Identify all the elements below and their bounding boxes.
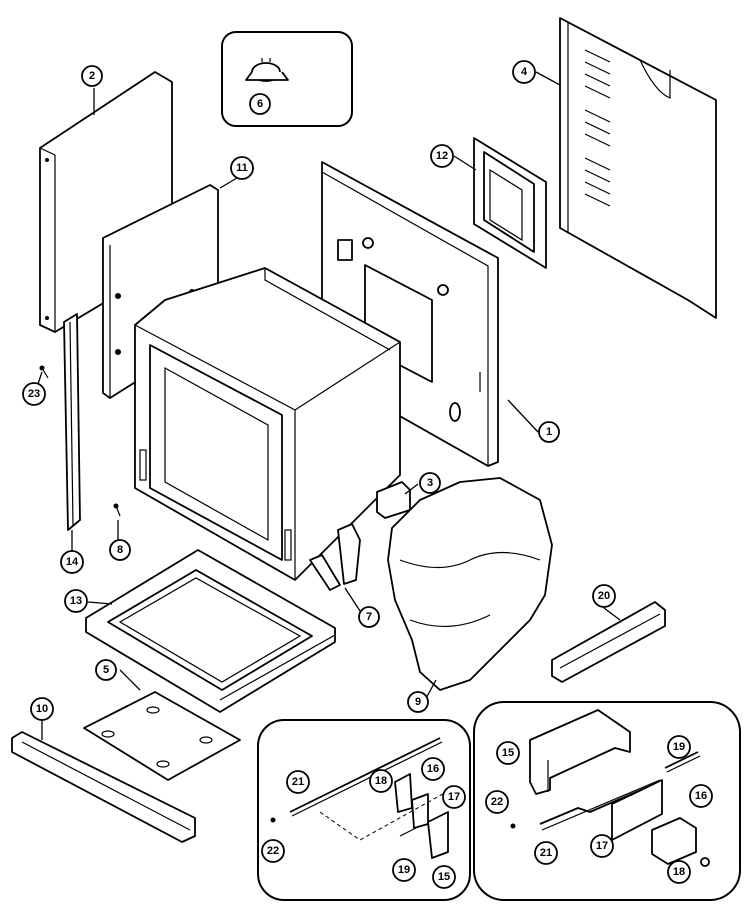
part-23-screw bbox=[39, 365, 49, 379]
svg-text:6: 6 bbox=[257, 98, 263, 110]
svg-text:22: 22 bbox=[267, 845, 279, 857]
svg-text:13: 13 bbox=[70, 595, 82, 607]
part-10-trim-rail bbox=[11, 731, 196, 843]
callout-8: 8 bbox=[109, 539, 131, 561]
callout-6: 6 bbox=[249, 93, 271, 115]
svg-text:19: 19 bbox=[673, 741, 685, 753]
svg-text:17: 17 bbox=[448, 791, 460, 803]
svg-text:4: 4 bbox=[521, 66, 528, 78]
part-5-plate bbox=[83, 691, 241, 781]
callout-group1-15: 15 bbox=[432, 865, 456, 889]
callout-group1-16: 16 bbox=[421, 757, 445, 781]
callout-2: 2 bbox=[81, 65, 103, 87]
svg-text:8: 8 bbox=[117, 544, 123, 556]
callout-7: 7 bbox=[358, 606, 380, 628]
svg-text:11: 11 bbox=[236, 162, 248, 174]
callout-4: 4 bbox=[512, 60, 536, 84]
callout-5: 5 bbox=[95, 659, 117, 681]
callout-10: 10 bbox=[30, 697, 54, 721]
svg-text:23: 23 bbox=[28, 388, 40, 400]
latch-assembly-group-1 bbox=[257, 719, 471, 901]
callout-group2-17: 17 bbox=[590, 834, 614, 858]
svg-text:15: 15 bbox=[438, 871, 450, 883]
callout-9: 9 bbox=[407, 691, 429, 713]
svg-text:18: 18 bbox=[673, 866, 685, 878]
callout-group2-16: 16 bbox=[689, 784, 713, 808]
callout-20: 20 bbox=[592, 584, 616, 608]
callout-group2-21: 21 bbox=[534, 841, 558, 865]
svg-text:14: 14 bbox=[66, 556, 79, 568]
part-12-vent bbox=[473, 137, 547, 269]
svg-text:10: 10 bbox=[36, 703, 48, 715]
part-9-insulation bbox=[387, 477, 553, 691]
svg-text:16: 16 bbox=[695, 790, 707, 802]
svg-text:15: 15 bbox=[502, 747, 514, 759]
svg-text:17: 17 bbox=[596, 840, 608, 852]
callout-group1-19: 19 bbox=[392, 858, 416, 882]
callout-14: 14 bbox=[60, 550, 84, 574]
svg-text:3: 3 bbox=[427, 477, 433, 489]
svg-text:19: 19 bbox=[398, 864, 410, 876]
part-7-hinge bbox=[309, 523, 361, 591]
callout-group1-21: 21 bbox=[286, 770, 310, 794]
part-20-rail bbox=[551, 601, 666, 683]
callout-group2-18: 18 bbox=[667, 860, 691, 884]
part-4-rear-wrapper bbox=[559, 17, 717, 319]
oven-cavity bbox=[134, 267, 401, 581]
callout-12: 12 bbox=[430, 144, 454, 168]
svg-text:20: 20 bbox=[598, 590, 610, 602]
callout-13: 13 bbox=[64, 589, 88, 613]
callout-group2-22: 22 bbox=[485, 790, 509, 814]
svg-text:22: 22 bbox=[491, 796, 503, 808]
callout-3: 3 bbox=[419, 472, 441, 494]
svg-text:1: 1 bbox=[546, 426, 552, 438]
part-6-frame bbox=[221, 31, 353, 127]
part-8-screw bbox=[113, 503, 121, 517]
svg-text:9: 9 bbox=[415, 696, 421, 708]
svg-text:5: 5 bbox=[103, 664, 109, 676]
part-14-trim-strip bbox=[63, 313, 81, 531]
callout-group1-17: 17 bbox=[442, 785, 466, 809]
svg-text:7: 7 bbox=[366, 611, 372, 623]
callout-23: 23 bbox=[22, 382, 46, 406]
part-13-oven-bottom bbox=[85, 549, 336, 713]
callout-group1-22: 22 bbox=[261, 839, 285, 863]
svg-text:2: 2 bbox=[89, 70, 95, 82]
svg-text:16: 16 bbox=[427, 763, 439, 775]
svg-text:12: 12 bbox=[436, 150, 448, 162]
callout-group1-18: 18 bbox=[369, 769, 393, 793]
latch-assembly-group-2 bbox=[473, 701, 741, 901]
callout-11: 11 bbox=[230, 156, 254, 180]
callout-group2-19: 19 bbox=[667, 735, 691, 759]
svg-text:21: 21 bbox=[540, 847, 552, 859]
svg-text:21: 21 bbox=[292, 776, 304, 788]
callout-group2-15: 15 bbox=[496, 741, 520, 765]
callout-1: 1 bbox=[538, 421, 560, 443]
svg-text:18: 18 bbox=[375, 775, 387, 787]
